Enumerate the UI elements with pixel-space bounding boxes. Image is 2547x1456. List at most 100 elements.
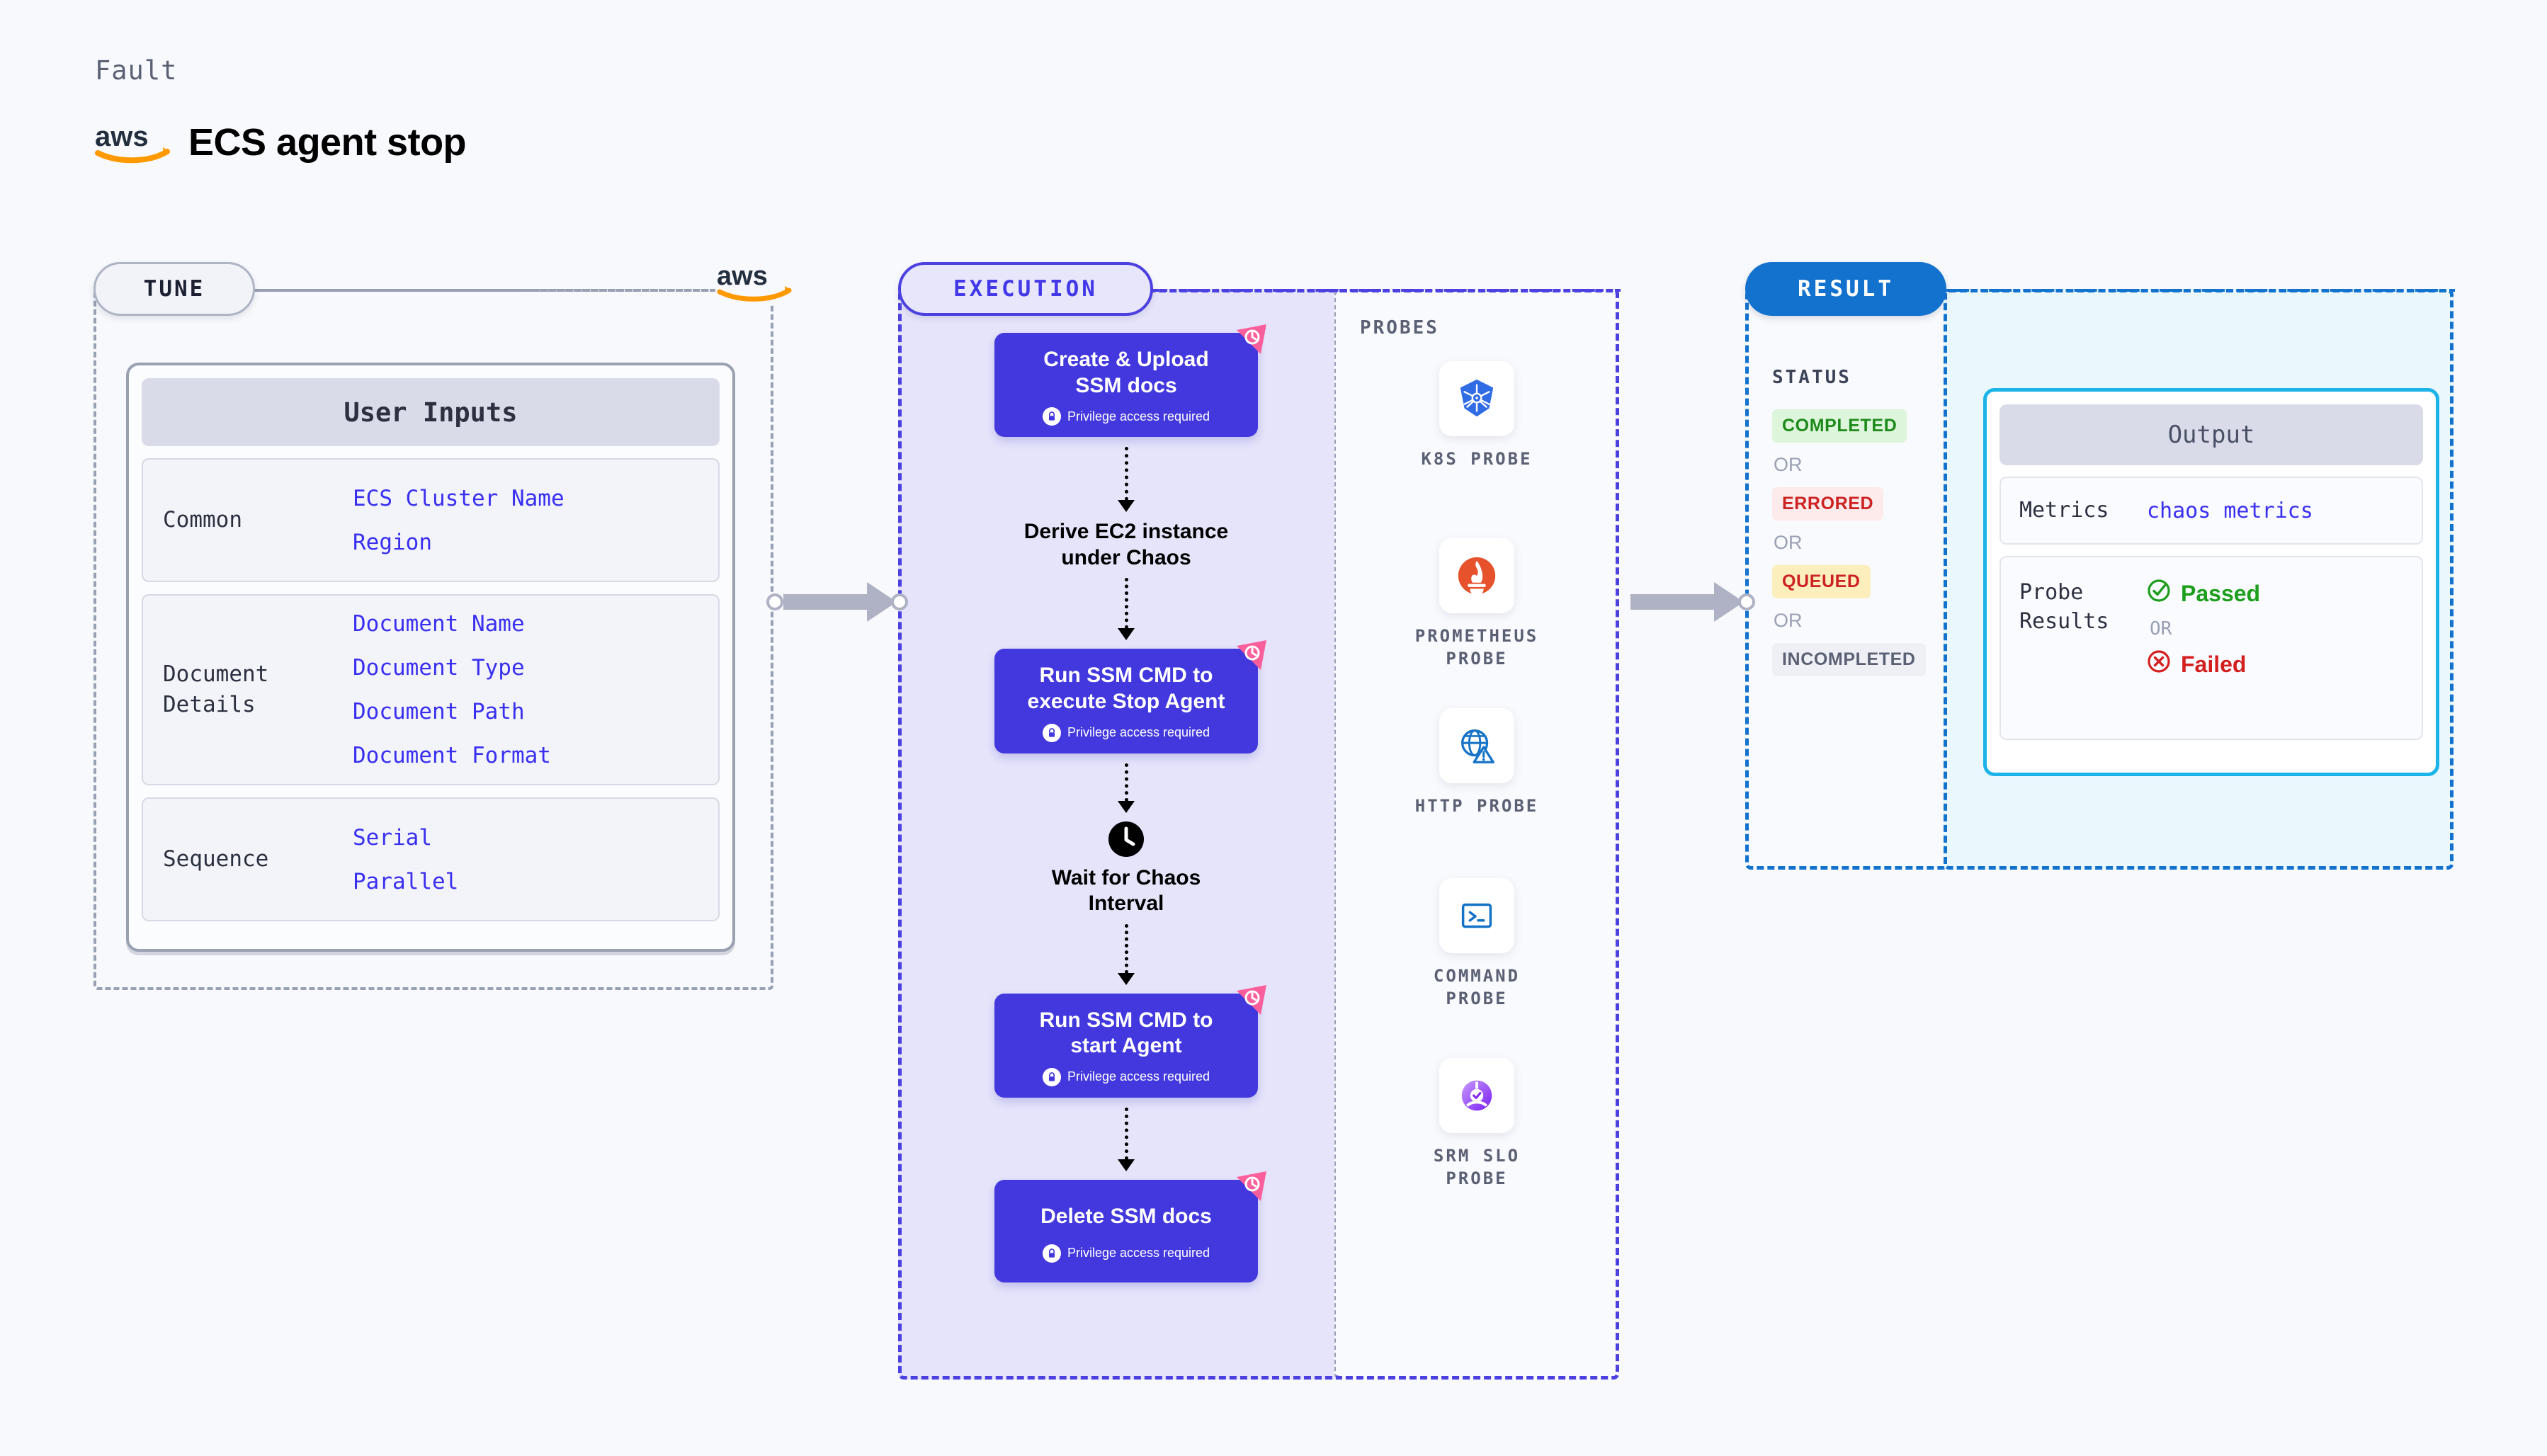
probe-k8s[interactable]: K8S PROBE bbox=[1334, 361, 1619, 470]
status-or-separator: OR bbox=[1774, 454, 1803, 475]
output-row-probe-results: Probe Results Passed OR bbox=[1999, 556, 2423, 740]
probe-label: HTTP PROBE bbox=[1414, 796, 1539, 816]
scheduled-flag-icon bbox=[1235, 323, 1268, 356]
tune-value-document-name[interactable]: Document Name bbox=[353, 611, 525, 637]
output-metrics-key: Metrics bbox=[2019, 497, 2109, 523]
tune-header-connector bbox=[255, 289, 759, 292]
execution-pill[interactable]: EXECUTION bbox=[898, 262, 1153, 316]
tune-section-key: Sequence bbox=[163, 846, 269, 872]
privilege-text: Privilege access required bbox=[1067, 725, 1210, 740]
arrow-endpoint bbox=[1738, 593, 1755, 610]
output-probe-results-key: Probe Results bbox=[2019, 580, 2109, 634]
status-or-separator: OR bbox=[1774, 610, 1803, 631]
step-label-line1: Delete SSM docs bbox=[1040, 1204, 1212, 1228]
tune-value-region[interactable]: Region bbox=[353, 529, 432, 555]
probe-result-failed: Failed bbox=[2147, 649, 2260, 679]
status-or-separator: OR bbox=[1774, 532, 1803, 553]
svg-text:aws: aws bbox=[95, 121, 149, 152]
fault-label: Fault bbox=[95, 55, 178, 86]
http-globe-icon bbox=[1439, 708, 1514, 783]
lock-icon bbox=[1042, 1067, 1061, 1086]
step-label-line2: Interval bbox=[1088, 892, 1164, 916]
privilege-note: Privilege access required bbox=[1004, 723, 1248, 742]
status-badge-queued: QUEUED bbox=[1772, 565, 1871, 598]
step-label-line2: start Agent bbox=[1070, 1034, 1182, 1058]
tune-value-ecs-cluster-name[interactable]: ECS Cluster Name bbox=[353, 485, 565, 511]
clock-icon bbox=[1107, 820, 1145, 858]
tune-section-key: Common bbox=[163, 507, 242, 533]
scheduled-flag-icon bbox=[1235, 639, 1268, 671]
user-inputs-title: User Inputs bbox=[142, 378, 720, 446]
probes-panel-border bbox=[1334, 289, 1619, 1380]
tune-section-common: Common ECS Cluster Name Region bbox=[142, 458, 720, 582]
srm-slo-icon bbox=[1439, 1058, 1514, 1133]
probe-prometheus[interactable]: PROMETHEUS PROBE bbox=[1334, 538, 1619, 671]
probe-label: PROMETHEUS PROBE bbox=[1414, 626, 1539, 669]
step-label-line2: execute Stop Agent bbox=[1027, 689, 1225, 713]
terminal-icon bbox=[1439, 878, 1514, 953]
output-row-metrics: Metrics chaos metrics bbox=[1999, 477, 2423, 545]
tune-pill[interactable]: TUNE bbox=[93, 262, 255, 316]
flow-connector-arrow bbox=[949, 1107, 1303, 1171]
tune-value-document-type[interactable]: Document Type bbox=[353, 655, 525, 681]
result-header-connector bbox=[1946, 289, 2455, 292]
step-label-line1: Wait for Chaos bbox=[1051, 865, 1201, 889]
flow-connector-arrow bbox=[949, 763, 1303, 813]
output-card: Output Metrics chaos metrics Probe Resul… bbox=[1983, 388, 2439, 776]
step-delete-ssm-docs[interactable]: Delete SSM docs Privilege access require… bbox=[994, 1171, 1266, 1282]
passed-label: Passed bbox=[2181, 580, 2261, 606]
tune-value-parallel[interactable]: Parallel bbox=[353, 868, 459, 894]
probe-result-or-separator: OR bbox=[2150, 618, 2172, 639]
privilege-text: Privilege access required bbox=[1067, 1246, 1210, 1261]
scheduled-flag-icon bbox=[1235, 1170, 1268, 1202]
step-run-ssm-cmd-start-agent[interactable]: Run SSM CMD to start Agent Privilege acc… bbox=[994, 984, 1266, 1098]
probe-result-passed: Passed bbox=[2147, 579, 2260, 608]
result-pill[interactable]: RESULT bbox=[1745, 262, 1946, 316]
step-run-ssm-cmd-stop-agent[interactable]: Run SSM CMD to execute Stop Agent Privil… bbox=[994, 640, 1266, 753]
tune-section-sequence: Sequence Serial Parallel bbox=[142, 797, 720, 921]
tune-value-document-format[interactable]: Document Format bbox=[353, 743, 551, 768]
probe-command[interactable]: COMMAND PROBE bbox=[1334, 878, 1619, 1011]
status-badge-completed: COMPLETED bbox=[1772, 409, 1907, 443]
probe-label: SRM SLO PROBE bbox=[1433, 1146, 1521, 1189]
privilege-note: Privilege access required bbox=[1004, 407, 1248, 426]
prometheus-icon bbox=[1439, 538, 1514, 613]
flow-connector-arrow bbox=[949, 578, 1303, 641]
lock-icon bbox=[1042, 723, 1061, 742]
arrow-endpoint bbox=[766, 593, 783, 610]
probe-label: K8S PROBE bbox=[1421, 449, 1533, 469]
aws-watermark-icon: aws bbox=[715, 261, 795, 305]
step-label-line1: Derive EC2 instance bbox=[1023, 520, 1229, 544]
execution-to-result-arrow bbox=[1613, 582, 1755, 622]
step-wait-for-chaos-interval: Wait for Chaos Interval bbox=[949, 820, 1303, 917]
tune-value-serial[interactable]: Serial bbox=[353, 824, 432, 851]
step-label-line2: under Chaos bbox=[1061, 545, 1191, 569]
status-badge-incompleted: INCOMPLETED bbox=[1772, 643, 1926, 676]
privilege-note: Privilege access required bbox=[1004, 1244, 1248, 1263]
probe-srm-slo[interactable]: SRM SLO PROBE bbox=[1334, 1058, 1619, 1190]
status-badge-errored: ERRORED bbox=[1772, 487, 1884, 521]
probe-label: COMMAND PROBE bbox=[1433, 966, 1521, 1009]
tune-section-document-details: Document Details Document Name Document … bbox=[142, 594, 720, 785]
probe-http[interactable]: HTTP PROBE bbox=[1334, 708, 1619, 817]
step-label-line1: Create & Upload bbox=[1043, 348, 1209, 371]
page-title: ECS agent stop bbox=[188, 121, 467, 164]
kubernetes-icon bbox=[1439, 361, 1514, 436]
privilege-text: Privilege access required bbox=[1067, 1069, 1210, 1084]
step-derive-ec2-instance: Derive EC2 instance under Chaos bbox=[949, 519, 1303, 571]
user-inputs-card: User Inputs Common ECS Cluster Name Regi… bbox=[126, 363, 735, 952]
check-circle-icon bbox=[2147, 579, 2171, 608]
step-label-line1: Run SSM CMD to bbox=[1039, 664, 1213, 688]
step-create-upload-ssm-docs[interactable]: Create & Upload SSM docs Privilege acces… bbox=[994, 324, 1266, 438]
output-metrics-value[interactable]: chaos metrics bbox=[2147, 498, 2313, 523]
cross-circle-icon bbox=[2147, 649, 2171, 679]
tune-value-document-path[interactable]: Document Path bbox=[353, 699, 525, 724]
output-title: Output bbox=[1999, 404, 2423, 465]
scheduled-flag-icon bbox=[1235, 984, 1268, 1016]
step-label-line2: SSM docs bbox=[1075, 373, 1177, 397]
probes-section-label: PROBES bbox=[1360, 317, 1439, 339]
step-label-line1: Run SSM CMD to bbox=[1039, 1008, 1213, 1032]
flow-connector-arrow bbox=[949, 447, 1303, 513]
execution-flow: Create & Upload SSM docs Privilege acces… bbox=[949, 324, 1303, 1282]
